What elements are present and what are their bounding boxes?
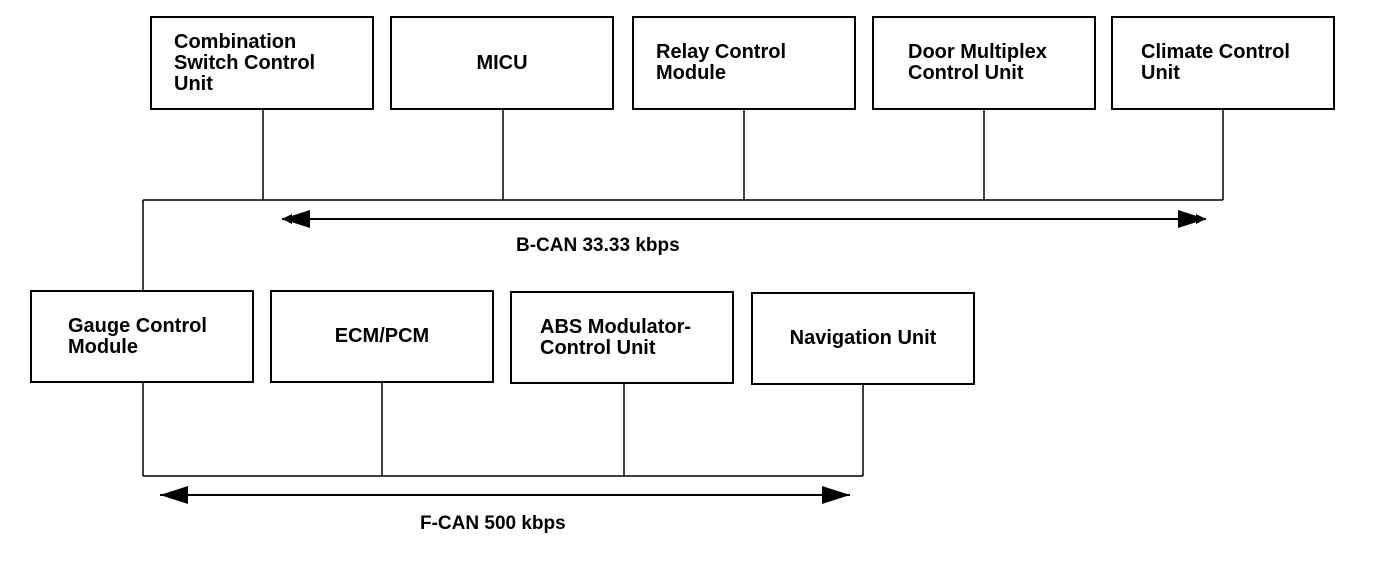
module-label-line: Module — [656, 62, 726, 84]
door-multiplex-control-unit: Door Multiplex Control Unit — [872, 16, 1096, 110]
b-can-arrowhead-left — [282, 210, 310, 228]
module-label-line: Unit — [1141, 62, 1180, 84]
module-label-line: Relay Control — [656, 41, 787, 63]
module-label-line: ECM/PCM — [334, 325, 430, 347]
abs-modulator-control-unit: ABS Modulator- Control Unit — [510, 291, 734, 384]
f-can-arrowhead-left — [160, 486, 188, 504]
f-can-label: F-CAN 500 kbps — [420, 513, 566, 534]
module-label-line: Unit — [174, 72, 213, 95]
module-label-line: Control Unit — [908, 62, 1024, 84]
relay-control-module: Relay Control Module — [632, 16, 856, 110]
combination-switch-control-unit: Combination Switch Control Unit — [150, 16, 374, 110]
module-label-line: Control Unit — [540, 336, 656, 359]
module-label-line: Navigation Unit — [789, 327, 937, 349]
module-label-line: ABS Modulator- — [540, 315, 692, 338]
gauge-control-module: Gauge Control Module — [30, 290, 254, 383]
module-label-line: Switch Control — [174, 51, 316, 74]
climate-control-unit: Climate Control Unit — [1111, 16, 1335, 110]
module-label-line: Module — [68, 335, 138, 358]
navigation-unit: Navigation Unit — [751, 292, 975, 385]
micu-module: MICU — [390, 16, 614, 110]
module-label-line: Climate Control — [1141, 41, 1290, 63]
f-can-arrowhead-right — [822, 486, 850, 504]
module-label-line: Door Multiplex — [908, 41, 1047, 63]
b-can-arrowhead-right — [1178, 210, 1206, 228]
b-can-label: B-CAN 33.33 kbps — [516, 235, 680, 256]
module-label-line: MICU — [476, 51, 528, 74]
ecm-pcm-module: ECM/PCM — [270, 290, 494, 383]
module-label-line: Gauge Control — [68, 314, 207, 337]
module-label-line: Combination — [174, 30, 297, 53]
